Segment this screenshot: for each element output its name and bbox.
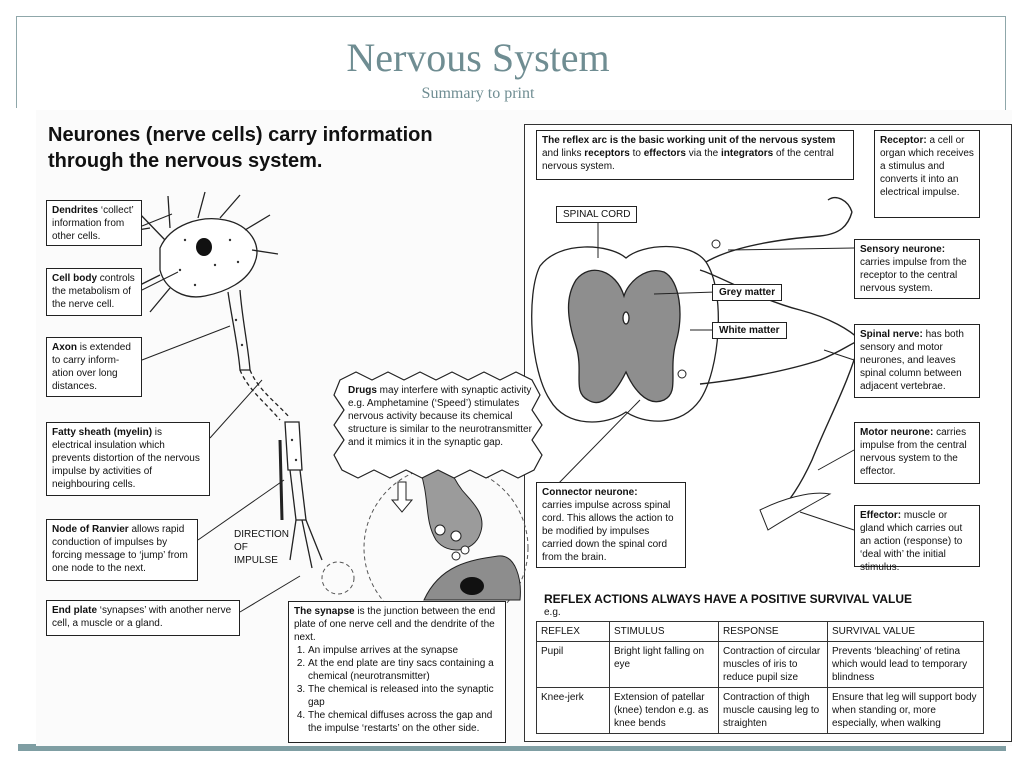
reflex-arc-intro-box: The reflex arc is the basic working unit… [536, 130, 854, 180]
frame-left-line [16, 16, 17, 108]
cell-body-box: Cell body controls the metabolism of the… [46, 268, 142, 316]
connector-neurone-box: Connector neurone: carries impulse acros… [536, 482, 686, 568]
table-cell: Ensure that leg will support body when s… [827, 687, 984, 734]
column-header: RESPONSE [718, 621, 828, 642]
synapse-step: The chemical is released into the synapt… [308, 683, 500, 709]
column-header: STIMULUS [609, 621, 719, 642]
nucleus [196, 238, 212, 256]
page-subtitle: Summary to print [421, 85, 535, 102]
receiving-nucleus [460, 577, 484, 595]
dendrites-box: Dendrites ‘collect’ information from oth… [46, 200, 142, 246]
right-leader-lines [555, 222, 855, 531]
synapse-step: An impulse arrives at the synapse [308, 644, 500, 657]
reflex-table: REFLEX STIMULUS RESPONSE SURVIVAL VALUE … [536, 621, 984, 734]
table-cell: Knee-jerk [536, 687, 610, 734]
synapse-box: The synapse is the junction between the … [288, 601, 506, 743]
reflex-table-title: REFLEX ACTIONS ALWAYS HAVE A POSITIVE SU… [544, 592, 913, 606]
table-row: Pupil Bright light falling on eye Contra… [536, 641, 984, 688]
end-plate-circle [321, 561, 355, 595]
motor-neurone-box: Motor neurone: carries impulse from the … [854, 422, 980, 484]
spinal-nerve-box: Spinal nerve: has both sensory and motor… [854, 324, 980, 398]
spinal-cord-label: SPINAL CORD [556, 206, 638, 223]
end-plate-box: End plate ‘synapses’ with another nerve … [46, 600, 240, 636]
eg-label: e.g. [544, 607, 561, 618]
node-of-ranvier-box: Node of Ranvier allows rapid conduction … [46, 519, 198, 581]
effector-box: Effector: muscle or gland which carries … [854, 505, 980, 573]
neurone-drawing [124, 191, 323, 569]
synapse-steps: An impulse arrives at the synapse At the… [294, 644, 500, 735]
table-cell: Bright light falling on eye [609, 641, 719, 688]
drugs-text: Drugs may interfere with synaptic activi… [348, 385, 532, 448]
table-cell: Prevents ‘bleaching’ of retina which wou… [827, 641, 984, 688]
column-header: SURVIVAL VALUE [827, 621, 984, 642]
table-cell: Pupil [536, 641, 610, 688]
frame-top-line [16, 16, 1006, 17]
table-row: Knee-jerk Extension of patellar (knee) t… [536, 687, 984, 734]
column-header: REFLEX [536, 621, 610, 642]
synapse-step: The chemical diffuses across the gap and… [308, 709, 500, 735]
neurone-heading: Neurones (nerve cells) carry information… [48, 122, 433, 174]
spinal-cord-drawing [531, 245, 719, 423]
table-header-row: REFLEX STIMULUS RESPONSE SURVIVAL VALUE [536, 621, 984, 642]
neurone-dots [178, 238, 298, 462]
myelin-box: Fatty sheath (myelin) is electrical insu… [46, 422, 210, 496]
synapse-step: At the end plate are tiny sacs containin… [308, 657, 500, 683]
direction-of-impulse-label: DIRECTION OF IMPULSE [234, 529, 289, 566]
table-cell: Extension of patellar (knee) tendon e.g.… [609, 687, 719, 734]
receptor-box: Receptor: a cell or organ which receives… [874, 130, 980, 218]
drugs-burst [333, 371, 543, 479]
sensory-neurone-box: Sensory neurone: carries impulse from th… [854, 239, 980, 299]
effector-muscle [759, 492, 832, 531]
reflex-arc-nerves [699, 196, 861, 517]
heading-line-2: through the nervous system. [48, 150, 323, 172]
white-matter-label: White matter [712, 322, 787, 339]
left-leader-lines [141, 213, 301, 613]
impulse-arrow [390, 481, 414, 513]
grey-matter-label: Grey matter [712, 284, 783, 301]
axon-box: Axon is extended to carry inform­ation o… [46, 337, 142, 397]
table-cell: Contraction of circular muscles of iris … [718, 641, 828, 688]
page-title: Nervous System [346, 35, 610, 80]
table-cell: Contraction of thigh muscle causing leg … [718, 687, 828, 734]
bottom-band [18, 744, 1006, 751]
heading-line-1: Neurones (nerve cells) carry information [48, 124, 433, 146]
